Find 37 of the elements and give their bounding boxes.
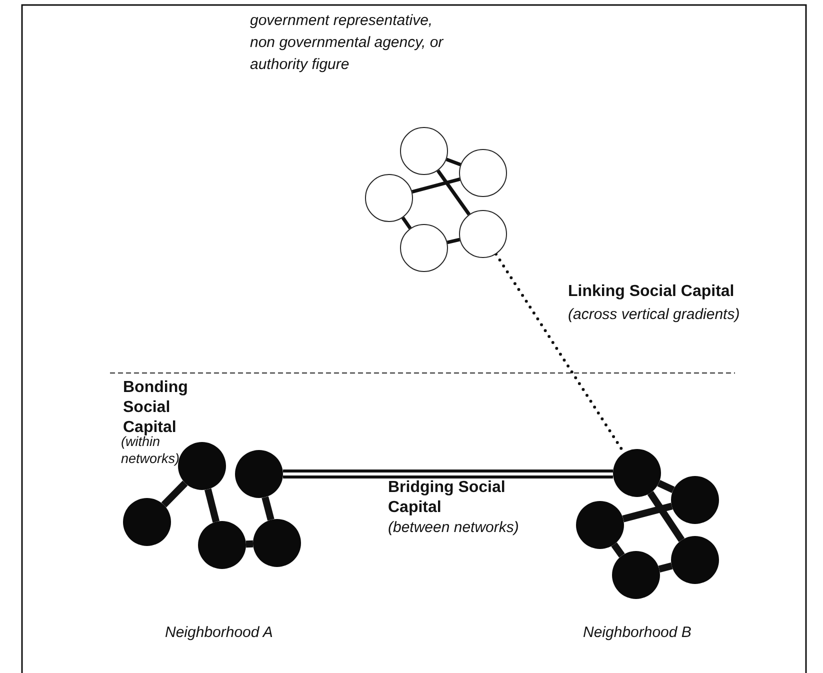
connector-line bbox=[658, 562, 673, 572]
connector-line bbox=[446, 158, 462, 166]
heading: Bonding Social Capital bbox=[123, 378, 189, 436]
connector-line bbox=[412, 177, 460, 194]
filled-circle bbox=[613, 449, 661, 497]
filled-circle bbox=[671, 476, 719, 524]
subtitle: (across vertical gradients) bbox=[568, 306, 741, 325]
empty-circle bbox=[400, 127, 448, 175]
note-text: government representative, non governmental agency, or authority figure bbox=[250, 11, 444, 75]
subtitle: (within networks) bbox=[121, 434, 181, 468]
connector-line bbox=[436, 170, 471, 216]
filled-circle bbox=[612, 551, 660, 599]
empty-circle bbox=[459, 210, 507, 258]
connector-line bbox=[401, 216, 412, 230]
filled-circle bbox=[123, 498, 171, 546]
filled-circle bbox=[235, 450, 283, 498]
connector-line bbox=[657, 480, 675, 494]
heading: Linking Social Capital bbox=[568, 282, 736, 302]
empty-circle bbox=[459, 149, 507, 197]
heading: Bridging Social Capital bbox=[388, 478, 506, 518]
empty-circle bbox=[400, 224, 448, 272]
connector-line bbox=[246, 540, 254, 548]
subtitle: (between networks) bbox=[388, 519, 520, 538]
double-line bbox=[283, 470, 613, 478]
connector-line bbox=[204, 488, 220, 523]
connector-line bbox=[611, 542, 625, 558]
empty-circle bbox=[365, 174, 413, 222]
filled-circle bbox=[576, 501, 624, 549]
caption: Neighborhood B bbox=[583, 624, 692, 643]
connector-line bbox=[446, 238, 460, 244]
connector-line bbox=[262, 496, 274, 521]
filled-circle bbox=[253, 519, 301, 567]
connector-line bbox=[161, 480, 188, 508]
filled-circle bbox=[178, 442, 226, 490]
filled-circle bbox=[671, 536, 719, 584]
caption: Neighborhood A bbox=[165, 624, 274, 643]
filled-circle bbox=[198, 521, 246, 569]
